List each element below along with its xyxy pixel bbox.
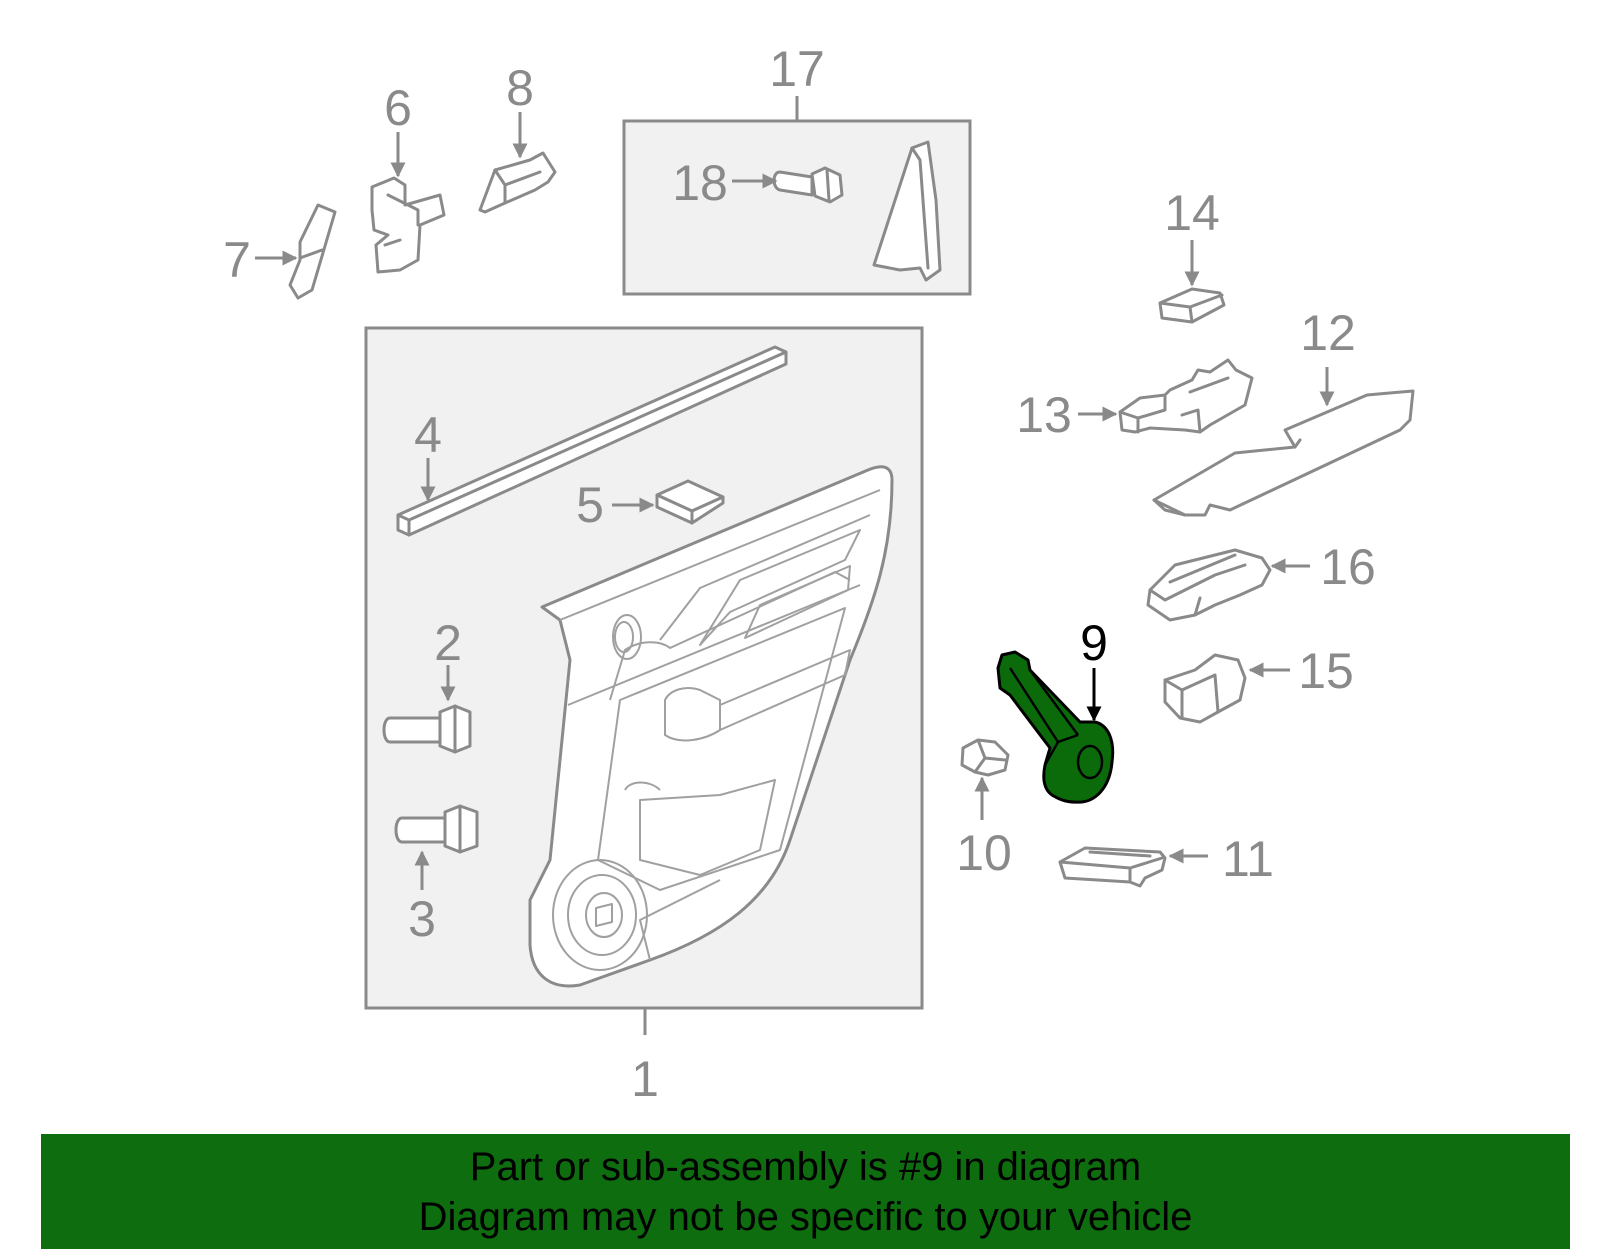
callout-12: 12 [1300,305,1356,361]
part-15-switch [1163,653,1247,724]
part-7-clip [288,203,337,300]
callout-17: 17 [769,41,825,97]
part-13-switch-assembly [1118,358,1254,434]
callout-6: 6 [384,80,412,136]
part-14-switch [1158,287,1226,324]
callout-3: 3 [408,891,436,947]
callout-1: 1 [631,1051,659,1107]
callout-7: 7 [223,232,251,288]
part-17-trim [872,140,942,282]
callout-5: 5 [576,477,604,533]
part-8-clip [478,151,557,214]
callout-11: 11 [1222,831,1274,887]
part-12-armrest [1152,389,1415,517]
callout-16: 16 [1320,539,1376,595]
callout-18: 18 [672,155,728,211]
info-banner: Part or sub-assembly is #9 in diagram Di… [41,1134,1570,1249]
part-11-pocket [1058,846,1167,888]
banner-line-2: Diagram may not be specific to your vehi… [418,1194,1193,1239]
part-2-bolt [382,704,472,754]
callout-15: 15 [1298,643,1354,699]
callout-14: 14 [1164,185,1220,241]
part-1-door-panel [528,465,894,988]
callout-8: 8 [506,60,534,116]
part-18-screw [772,166,844,204]
banner-line-1: Part or sub-assembly is #9 in diagram [469,1144,1142,1189]
part-9-handle-highlighted [996,650,1115,804]
callout-10: 10 [956,825,1012,881]
part-3-bolt [394,804,479,854]
callout-2: 2 [434,615,462,671]
callout-13: 13 [1016,387,1072,443]
part-6-bracket [370,176,446,274]
part-4-weatherstrip [396,345,788,537]
part-10-cap [960,738,1010,777]
callout-9: 9 [1080,615,1108,671]
part-16-switch [1146,548,1272,622]
callout-4: 4 [414,407,442,463]
part-5-clip [655,479,725,525]
